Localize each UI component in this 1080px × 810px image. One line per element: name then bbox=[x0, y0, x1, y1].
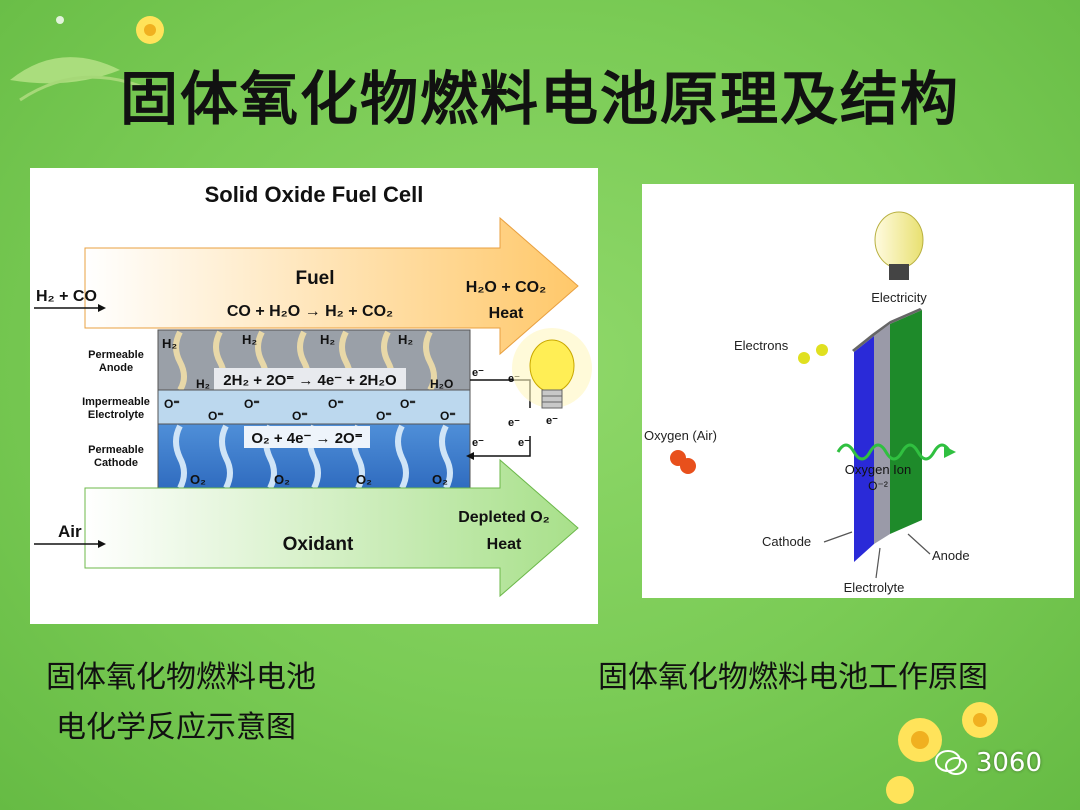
svg-text:O⁼: O⁼ bbox=[244, 397, 260, 411]
air-inlet-label: Air bbox=[58, 522, 82, 541]
right-caption: 固体氧化物燃料电池工作原图 bbox=[598, 660, 988, 695]
electrolyte-plate bbox=[874, 324, 890, 544]
svg-text:O⁼: O⁼ bbox=[208, 409, 224, 423]
anode-h2o-right: H₂O bbox=[430, 377, 453, 391]
fuel-out-heat: Heat bbox=[489, 305, 524, 322]
oxygen-air-label: Oxygen (Air) bbox=[644, 428, 717, 443]
cathode-label-line1: Permeable bbox=[88, 444, 144, 456]
air-out-heat: Heat bbox=[487, 536, 522, 553]
sofc-reaction-diagram-panel: Solid Oxide Fuel Cell Fuel CO + H₂O → H₂… bbox=[30, 168, 598, 624]
oxidant-flow-arrow bbox=[84, 458, 579, 598]
anode-h2-3: H₂ bbox=[320, 332, 335, 347]
svg-text:O₂: O₂ bbox=[432, 472, 448, 487]
cathode-label-line2: Cathode bbox=[94, 457, 138, 469]
anode-h2-2: H₂ bbox=[242, 332, 257, 347]
fuel-flow-arrow bbox=[84, 216, 579, 356]
shift-reaction: CO + H₂O → H₂ + CO₂ bbox=[227, 303, 393, 320]
sofc-reaction-diagram: Solid Oxide Fuel Cell Fuel CO + H₂O → H₂… bbox=[34, 182, 592, 598]
left-caption-line1: 固体氧化物燃料电池 bbox=[46, 660, 316, 695]
chat-bubble-icon bbox=[934, 750, 967, 775]
electron-4: e⁻ bbox=[472, 437, 484, 449]
oxidant-label: Oxidant bbox=[283, 534, 354, 555]
svg-text:O⁼: O⁼ bbox=[400, 397, 416, 411]
cathode-o2-labels: O₂ O₂ O₂ O₂ bbox=[190, 472, 448, 487]
electron-1: e⁻ bbox=[472, 367, 484, 379]
svg-text:O⁼: O⁼ bbox=[328, 397, 344, 411]
oxygen-molecule-2 bbox=[680, 458, 696, 474]
electron-5: e⁻ bbox=[518, 437, 530, 449]
watermark-text: 3060 bbox=[975, 748, 1042, 778]
flower-decoration-bottom-right bbox=[886, 702, 998, 804]
oxygen-ion-symbol: O⁻² bbox=[868, 479, 888, 493]
electron-ball-2 bbox=[816, 344, 828, 356]
air-out-depleted: Depleted O₂ bbox=[458, 509, 550, 526]
cathode-reaction: O₂ + 4e⁻ → 2O⁼ bbox=[251, 430, 362, 447]
svg-text:O⁼: O⁼ bbox=[376, 409, 392, 423]
electron-ball-1 bbox=[798, 352, 810, 364]
fuel-label: Fuel bbox=[295, 268, 334, 289]
sofc-working-diagram-panel: Electricity Electrons Oxygen (Air) Oxyge… bbox=[642, 184, 1074, 598]
oxygen-ion-wave bbox=[836, 443, 952, 461]
electrolyte-label: Electrolyte bbox=[844, 580, 905, 595]
electrolyte-label-line2: Electrolyte bbox=[88, 409, 144, 421]
svg-text:O⁼: O⁼ bbox=[292, 409, 308, 423]
watermark: 3060 bbox=[934, 748, 1042, 778]
svg-text:O₂: O₂ bbox=[274, 472, 290, 487]
svg-text:O⁼: O⁼ bbox=[440, 409, 456, 423]
anode-label-line1: Permeable bbox=[88, 349, 144, 361]
electricity-label: Electricity bbox=[871, 290, 927, 305]
electron-6: e⁻ bbox=[546, 415, 558, 427]
anode-h2-4: H₂ bbox=[398, 332, 413, 347]
electrolyte-label-line1: Impermeable bbox=[82, 396, 150, 408]
left-caption-line2: 电化学反应示意图 bbox=[56, 710, 296, 745]
electron-3: e⁻ bbox=[508, 417, 520, 429]
anode-reaction: 2H₂ + 2O⁼ → 4e⁻ + 2H₂O bbox=[223, 372, 397, 389]
sofc-working-diagram: Electricity Electrons Oxygen (Air) Oxyge… bbox=[644, 211, 970, 595]
leaf-decoration-top-left bbox=[10, 16, 164, 102]
fuel-out-products: H₂O + CO₂ bbox=[466, 279, 546, 296]
light-bulb-icon bbox=[512, 328, 592, 409]
slide-title: 固体氧化物燃料电池原理及结构 bbox=[119, 65, 960, 133]
anode-label: Anode bbox=[932, 548, 970, 563]
anode-h2-1: H₂ bbox=[162, 336, 177, 351]
svg-text:O⁼: O⁼ bbox=[164, 397, 180, 411]
fuel-inlet-label: H₂ + CO bbox=[36, 288, 97, 305]
anode-h2-left: H₂ bbox=[196, 377, 210, 391]
electrons-label: Electrons bbox=[734, 338, 789, 353]
cathode-plate bbox=[854, 336, 874, 562]
left-diagram-title: Solid Oxide Fuel Cell bbox=[205, 182, 424, 207]
anode-plate bbox=[890, 310, 922, 534]
oxygen-ion-label: Oxygen Ion bbox=[845, 462, 912, 477]
oxide-ions: O⁼ O⁼ O⁼ O⁼ O⁼ O⁼ O⁼ O⁼ bbox=[164, 397, 456, 423]
electrolyte-layer bbox=[157, 389, 471, 425]
anode-label-line2: Anode bbox=[99, 362, 133, 374]
electricity-bulb-icon bbox=[874, 211, 924, 280]
svg-text:O₂: O₂ bbox=[190, 472, 206, 487]
svg-text:O₂: O₂ bbox=[356, 472, 372, 487]
cathode-label: Cathode bbox=[762, 534, 811, 549]
